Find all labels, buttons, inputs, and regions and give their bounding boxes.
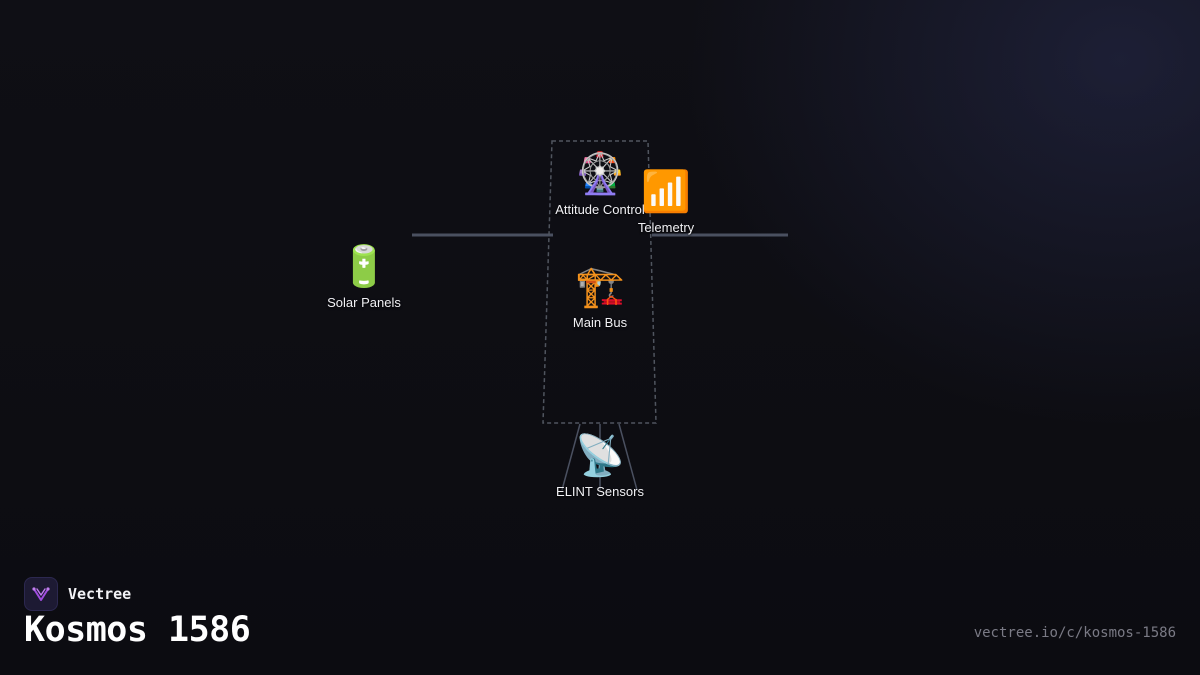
- sensor-strut-right: [618, 423, 638, 491]
- page-url[interactable]: vectree.io/c/kosmos-1586: [973, 625, 1176, 641]
- vectree-logo-icon: [24, 577, 58, 611]
- node-elint-sensors[interactable]: 📡 ELINT Sensors: [540, 432, 660, 499]
- node-label: Solar Panels: [327, 295, 401, 310]
- node-attitude-control[interactable]: 🎡 Attitude Control: [540, 150, 660, 217]
- vectree-logo-icon: [32, 587, 50, 601]
- node-solar-panels[interactable]: 🔋 Solar Panels: [304, 243, 424, 310]
- node-label: Telemetry: [637, 220, 695, 235]
- brand-name: Vectree: [68, 585, 132, 603]
- node-label: Main Bus: [572, 315, 628, 330]
- signal-bars-icon: 📶: [641, 169, 691, 215]
- page-title: Kosmos 1586: [24, 610, 251, 650]
- brand[interactable]: Vectree: [24, 577, 131, 611]
- node-label: Attitude Control: [555, 202, 645, 217]
- node-telemetry[interactable]: 📶 Telemetry: [606, 168, 726, 235]
- main-bus-outline: [542, 140, 657, 424]
- battery-icon: 🔋: [339, 244, 389, 290]
- node-main-bus[interactable]: 🏗️ Main Bus: [540, 263, 660, 330]
- sensor-strut-left: [561, 423, 581, 491]
- construction-crane-icon: 🏗️: [575, 264, 625, 310]
- ferris-wheel-icon: 🎡: [575, 151, 625, 197]
- node-label: ELINT Sensors: [556, 484, 644, 499]
- satellite-dish-icon: 📡: [575, 433, 625, 479]
